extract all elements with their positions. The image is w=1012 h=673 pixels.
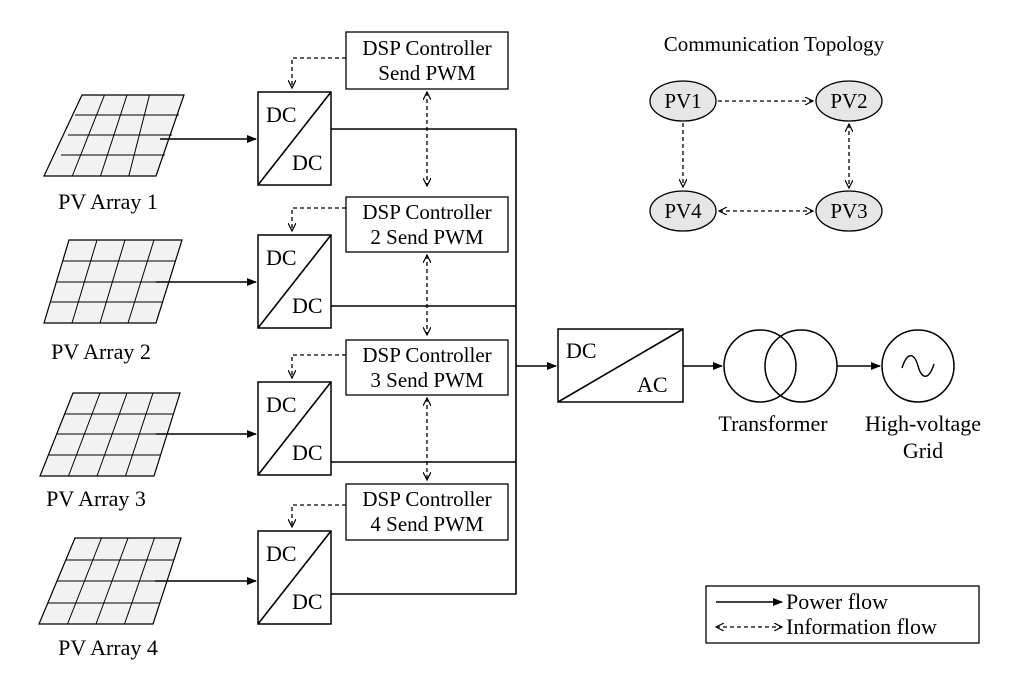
inverter-ac-label: AC (637, 372, 668, 397)
pv-array-label: PV Array 2 (51, 339, 151, 364)
legend: Power flow Information flow (705, 585, 980, 644)
topology-title: Communication Topology (664, 32, 885, 56)
info-flow-legend-label: Information flow (786, 614, 937, 639)
dsp-controller-1: DSP Controller Send PWM (345, 31, 509, 90)
dsp-controller-4: DSP Controller 4 Send PWM (345, 483, 509, 541)
pv-array-3: PV Array 3 (39, 392, 181, 511)
pv-array-label: PV Array 4 (58, 635, 158, 660)
node-label: PV1 (664, 89, 701, 113)
controller-subtitle: 2 Send PWM (370, 225, 484, 249)
grid-label-line1: High-voltage (865, 411, 981, 436)
dc-output-label: DC (292, 589, 323, 614)
node-pv2: PV2 (815, 80, 883, 122)
pwm-signal-arrow (292, 504, 346, 527)
pwm-signal-arrow (292, 57, 346, 88)
grid-label-line2: Grid (903, 438, 943, 463)
transformer: Transformer (718, 329, 838, 436)
solar-panel-icon (43, 94, 185, 177)
pv-array-1: PV Array 1 (43, 94, 185, 214)
dsp-controller-3: DSP Controller 3 Send PWM (345, 339, 509, 396)
controller-title: DSP Controller (362, 487, 491, 511)
dc-output-label: DC (292, 293, 323, 318)
dc-input-label: DC (266, 245, 297, 270)
node-pv1: PV1 (649, 80, 717, 122)
solar-panel-icon (43, 239, 183, 324)
pv-array-label: PV Array 1 (58, 189, 158, 214)
dc-input-label: DC (266, 541, 297, 566)
dsp-controller-2: DSP Controller 2 Send PWM (345, 196, 509, 253)
node-label: PV3 (830, 199, 867, 223)
solar-panel-icon (38, 537, 182, 625)
pv-array-2: PV Array 2 (43, 239, 183, 364)
pv-array-label: PV Array 3 (46, 486, 146, 511)
dc-input-label: DC (266, 392, 297, 417)
high-voltage-grid: High-voltage Grid (865, 329, 981, 463)
dc-input-label: DC (266, 102, 297, 127)
controller-title: DSP Controller (362, 343, 491, 367)
dcdc-converter-3: DC DC (257, 381, 332, 476)
transformer-icon (723, 329, 838, 403)
dcdc-converter-4: DC DC (257, 530, 332, 625)
dc-output-label: DC (292, 440, 323, 465)
solar-panel-icon (39, 392, 181, 477)
pv-array-4: PV Array 4 (38, 537, 182, 660)
controller-title: DSP Controller (362, 36, 491, 60)
controller-subtitle: 4 Send PWM (370, 512, 484, 536)
pwm-signal-arrow (292, 207, 346, 231)
pwm-signal-arrow (292, 354, 346, 378)
ac-source-icon (881, 329, 955, 403)
controller-subtitle: Send PWM (378, 61, 476, 85)
controller-subtitle: 3 Send PWM (370, 368, 484, 392)
node-pv4: PV4 (649, 190, 717, 232)
power-flow-legend-label: Power flow (786, 589, 888, 614)
communication-topology: Communication Topology PV1 PV2 PV3 PV4 (649, 32, 885, 232)
dc-output-label: DC (292, 150, 323, 175)
node-pv3: PV3 (815, 190, 883, 232)
node-label: PV4 (664, 199, 702, 223)
inverter-dc-label: DC (566, 338, 597, 363)
dcdc-converter-1: DC DC (257, 91, 332, 186)
node-label: PV2 (830, 89, 867, 113)
transformer-label: Transformer (718, 411, 828, 436)
dcac-inverter: DC AC (557, 328, 684, 403)
dcdc-converter-2: DC DC (257, 234, 332, 329)
controller-title: DSP Controller (362, 200, 491, 224)
